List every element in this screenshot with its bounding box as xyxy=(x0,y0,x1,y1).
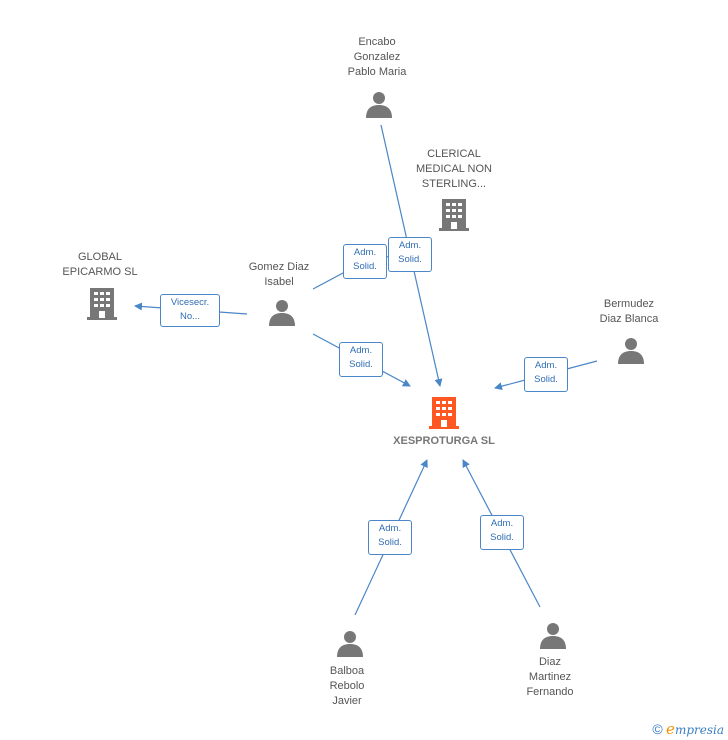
building-icon[interactable] xyxy=(87,286,117,320)
edge-label-bermudez-center[interactable]: Adm. Solid. xyxy=(524,357,568,392)
person-icon[interactable] xyxy=(267,298,297,328)
edge-label-balboa-center[interactable]: Adm. Solid. xyxy=(368,520,412,555)
footer-brand[interactable]: © empresia xyxy=(652,720,724,738)
node-label-balboa: Balboa Rebolo Javier xyxy=(329,665,365,707)
edge-label-encabo-center[interactable]: Adm. Solid. xyxy=(388,237,432,272)
node-label-diaz: Diaz Martinez Fernando xyxy=(526,656,574,698)
person-icon[interactable] xyxy=(616,336,646,366)
node-label-clerical: CLERICAL MEDICAL NON STERLING... xyxy=(416,148,492,190)
edge-label-gomez-global[interactable]: Vicesecr. No... xyxy=(160,294,220,327)
brand-logo-text: mpresia xyxy=(674,723,724,737)
building-icon[interactable] xyxy=(439,197,469,231)
edge-label-gomez-clerical[interactable]: Adm. Solid. xyxy=(343,244,387,279)
node-label-gomez: Gomez Diaz Isabel xyxy=(248,261,310,288)
node-label-encabo: Encabo Gonzalez Pablo Maria xyxy=(347,36,407,78)
edge-label-diaz-center[interactable]: Adm. Solid. xyxy=(480,515,524,550)
center-company-label[interactable]: XESPROTURGA SL xyxy=(393,435,495,447)
center-building-icon[interactable] xyxy=(429,395,459,429)
person-icon[interactable] xyxy=(364,90,394,120)
brand-logo-initial: e xyxy=(666,720,675,738)
person-icon[interactable] xyxy=(538,621,568,651)
node-label-bermudez: Bermudez Diaz Blanca xyxy=(599,298,659,325)
copyright-icon: © xyxy=(652,721,663,737)
person-icon[interactable] xyxy=(335,629,365,659)
edge-label-gomez-center[interactable]: Adm. Solid. xyxy=(339,342,383,377)
node-label-global: GLOBAL EPICARMO SL xyxy=(62,251,138,278)
